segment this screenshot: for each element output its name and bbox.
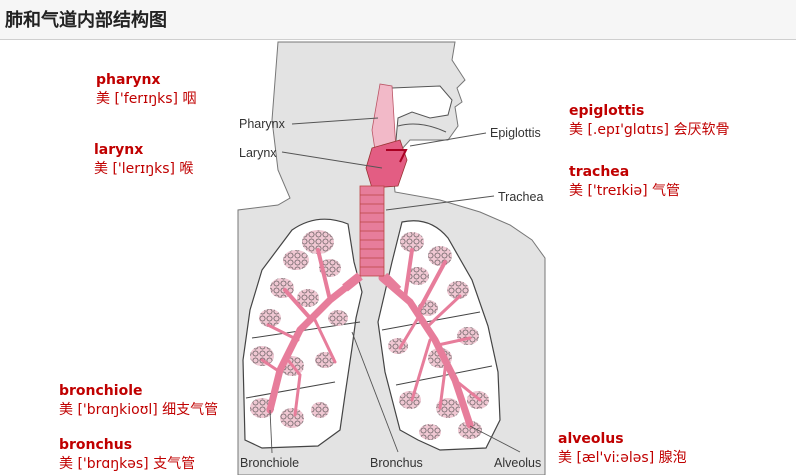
term-bronchiole: bronchiole 美 ['brɑŋkioʊl] 细支气管 [59,382,218,420]
term-bronchus: bronchus 美 ['brɑŋkəs] 支气管 [59,436,195,474]
page-header: 肺和气道内部结构图 [0,0,796,40]
term-word: trachea [569,164,630,180]
term-alveolus: alveolus 美 [æl'viːələs] 腺泡 [558,430,687,468]
term-pronunciation: 美 [.epɪ'glɑtɪs] 会厌软骨 [569,122,730,138]
term-larynx: larynx 美 ['lerɪŋks] 喉 [94,141,193,179]
larynx-shape [365,139,408,189]
term-word: epiglottis [569,103,645,119]
label-alveolus: Alveolus [494,456,541,470]
term-word: larynx [94,142,144,158]
term-pronunciation: 美 ['brɑŋkəs] 支气管 [59,456,196,472]
term-pronunciation: 美 ['treɪkiə] 气管 [569,183,681,199]
term-pronunciation: 美 [æl'viːələs] 腺泡 [558,450,687,466]
bronchial-tree [260,248,482,429]
term-word: bronchus [59,437,133,453]
term-word: bronchiole [59,383,143,399]
label-larynx: Larynx [239,146,277,160]
label-bronchus: Bronchus [370,456,423,470]
term-pharynx: pharynx 美 ['ferɪŋks] 咽 [96,71,196,109]
label-pharynx: Pharynx [239,117,286,131]
term-word: alveolus [558,431,624,447]
page-title: 肺和气道内部结构图 [5,10,167,31]
label-trachea: Trachea [498,190,543,204]
term-trachea: trachea 美 ['treɪkiə] 气管 [569,163,680,201]
term-pronunciation: 美 ['ferɪŋks] 咽 [96,91,197,107]
label-epiglottis: Epiglottis [490,126,541,140]
label-bronchiole: Bronchiole [240,456,299,470]
term-word: pharynx [96,72,161,88]
term-epiglottis: epiglottis 美 [.epɪ'glɑtɪs] 会厌软骨 [569,102,729,140]
term-pronunciation: 美 ['brɑŋkioʊl] 细支气管 [59,402,219,418]
term-pronunciation: 美 ['lerɪŋks] 喉 [94,161,194,177]
